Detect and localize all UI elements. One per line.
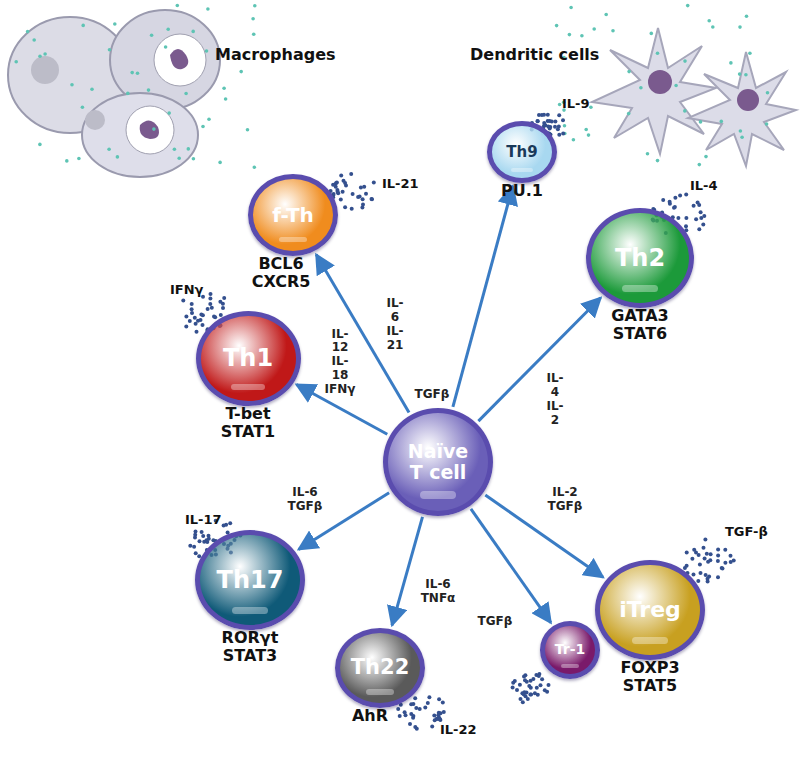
t-cell: iTregFOXP3 STAT5 bbox=[595, 560, 705, 660]
cytokine-label: IL-9 bbox=[562, 96, 590, 111]
differentiation-arrow bbox=[485, 495, 603, 577]
differentiation-arrow bbox=[453, 186, 513, 407]
t-cell: Th17RORγt STAT3 bbox=[195, 530, 305, 630]
cell-name: Naïve T cell bbox=[402, 441, 474, 483]
t-cell: Th2GATA3 STAT6 bbox=[586, 208, 694, 308]
cytokine-label: IFNγ bbox=[170, 282, 203, 297]
transcription-factor: FOXP3 STAT5 bbox=[620, 659, 679, 696]
illustration-caption: Macrophages bbox=[215, 45, 336, 64]
cytokine-signal: IL-6 TNFα bbox=[419, 578, 458, 606]
macrophages bbox=[8, 10, 220, 177]
differentiation-arrow bbox=[478, 298, 600, 421]
cytokine-label: IL-17 bbox=[185, 512, 222, 527]
cytokine-signal: IL-6 IL-21 bbox=[384, 297, 405, 352]
cytokine-label: TGF-β bbox=[725, 524, 768, 539]
cell-name: Th9 bbox=[506, 144, 537, 161]
cytokine-signal: IL-4 IL-2 bbox=[544, 372, 565, 427]
dendritic-cells bbox=[592, 28, 796, 166]
t-cell: Naïve T cell bbox=[383, 408, 493, 516]
cell-name: Tr-1 bbox=[555, 642, 585, 657]
cytokine-label: IL-21 bbox=[382, 176, 419, 191]
transcription-factor: T-bet STAT1 bbox=[221, 405, 275, 442]
transcription-factor: BCL6 CXCR5 bbox=[252, 255, 311, 292]
t-cell: Tr-1 bbox=[540, 621, 600, 679]
differentiation-arrow bbox=[392, 517, 423, 625]
cytokine-signal: TGFβ bbox=[476, 615, 515, 629]
cytokine-label: IL-4 bbox=[690, 178, 718, 193]
transcription-factor: PU.1 bbox=[501, 182, 543, 200]
illustration-caption: Dendritic cells bbox=[470, 45, 599, 64]
cell-name: Th22 bbox=[351, 656, 410, 679]
cytokine-signal: IL-12 IL-18 IFNγ bbox=[323, 328, 358, 397]
transcription-factor: AhR bbox=[352, 707, 388, 725]
t-cell: Th1T-bet STAT1 bbox=[196, 311, 301, 406]
differentiation-arrow bbox=[471, 509, 551, 623]
transcription-factor: GATA3 STAT6 bbox=[611, 307, 668, 344]
cytokine-dots bbox=[181, 113, 735, 731]
differentiation-arrow bbox=[316, 255, 409, 413]
cytokine-label: IL-22 bbox=[440, 722, 477, 737]
t-cell: Th22AhR bbox=[335, 628, 425, 708]
cell-name: Th17 bbox=[217, 567, 284, 593]
cytokine-signal: IL-6 TGFβ bbox=[286, 486, 325, 514]
cytokine-signal: TGFβ bbox=[413, 388, 452, 402]
cytokine-signal: IL-2 TGFβ bbox=[546, 486, 585, 514]
t-cell: Th9PU.1 bbox=[487, 121, 557, 183]
cell-name: f-Th bbox=[272, 204, 314, 226]
cell-name: Th2 bbox=[615, 245, 665, 271]
t-cell: f-ThBCL6 CXCR5 bbox=[248, 174, 338, 256]
transcription-factor: RORγt STAT3 bbox=[222, 629, 279, 666]
cell-name: Th1 bbox=[223, 345, 273, 371]
cell-name: iTreg bbox=[619, 598, 681, 622]
